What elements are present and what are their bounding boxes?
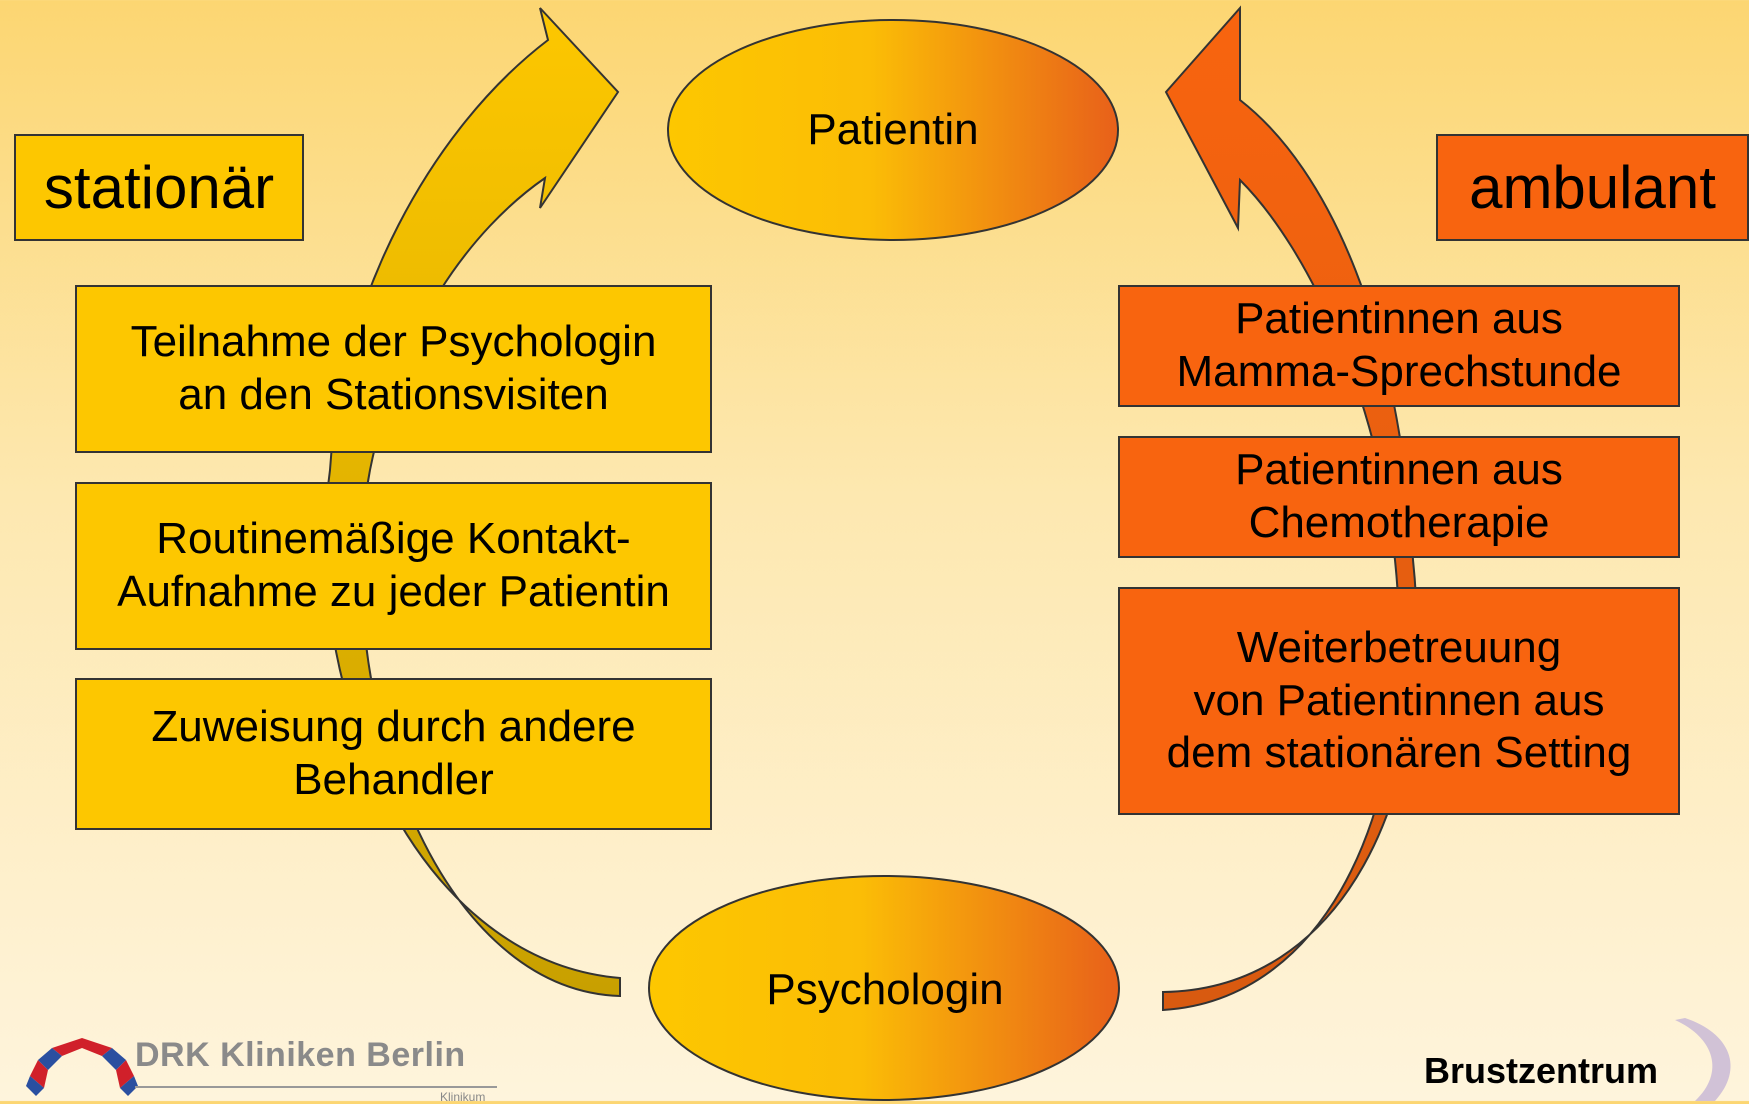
- left-item-visits: Teilnahme der Psychologin an den Station…: [75, 285, 712, 453]
- brustzentrum-swoosh-icon: [1675, 1018, 1731, 1101]
- left-item-visits-line-1: Teilnahme der Psychologin: [130, 317, 657, 367]
- drk-logo-divider: [135, 1086, 497, 1088]
- right-item-followup-line-2: von Patientinnen aus: [1193, 675, 1605, 725]
- right-item-chemo-line-2: Chemotherapie: [1248, 498, 1550, 547]
- lifebuoy-icon: [26, 1038, 138, 1096]
- drk-logo-mark: [26, 1038, 138, 1096]
- left-item-referral-line-1: Zuweisung durch andere: [151, 702, 636, 752]
- right-item-mamma: Patientinnen aus Mamma-Sprechstunde: [1118, 285, 1680, 407]
- drk-logo-text: DRK Kliniken Berlin: [135, 1036, 466, 1074]
- brustzentrum-label: Brustzentrum: [1424, 1050, 1659, 1091]
- psychologin-label: Psychologin: [766, 965, 1004, 1014]
- patientin-label: Patientin: [807, 105, 979, 154]
- ellipse-patientin: [667, 19, 1119, 241]
- ellipse-psychologin: [648, 875, 1120, 1101]
- left-item-contact-line-2: Aufnahme zu jeder Patientin: [117, 567, 670, 616]
- left-item-referral-line-2: Behandler: [293, 755, 494, 804]
- right-item-mamma-line-1: Patientinnen aus: [1235, 294, 1563, 344]
- left-item-visits-line-2: an den Stationsvisiten: [178, 370, 609, 419]
- right-item-chemo-line-1: Patientinnen aus: [1235, 445, 1563, 495]
- drk-logo-subtext: Klinikum: [440, 1090, 486, 1104]
- stationaer-label: stationär: [14, 134, 304, 241]
- right-item-followup-line-1: Weiterbetreuung: [1236, 622, 1562, 672]
- left-item-contact-line-1: Routinemäßige Kontakt-: [156, 514, 631, 564]
- right-item-followup: Weiterbetreuung von Patientinnen aus dem…: [1118, 587, 1680, 815]
- right-item-followup-line-3: dem stationären Setting: [1166, 728, 1632, 778]
- right-item-mamma-line-2: Mamma-Sprechstunde: [1176, 347, 1622, 396]
- left-item-contact: Routinemäßige Kontakt- Aufnahme zu jeder…: [75, 482, 712, 650]
- right-item-chemo: Patientinnen aus Chemotherapie: [1118, 436, 1680, 558]
- left-item-referral: Zuweisung durch andere Behandler: [75, 678, 712, 830]
- ambulant-label: ambulant: [1436, 134, 1749, 241]
